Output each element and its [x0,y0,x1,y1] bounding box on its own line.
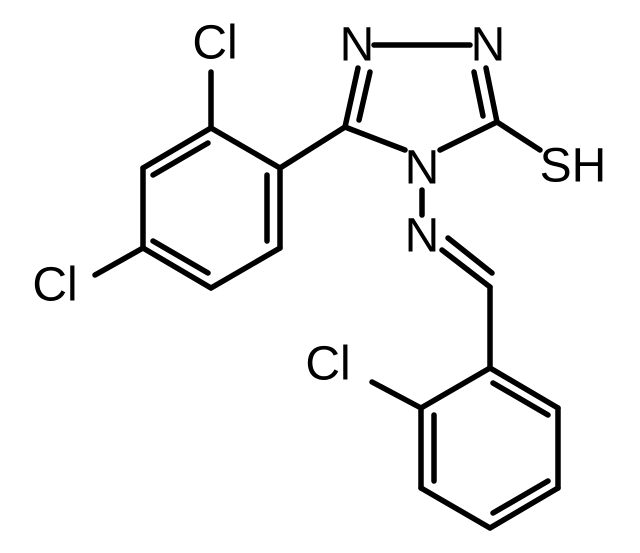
atom-sh: SH [540,140,607,193]
atom-n-imine: N [405,210,440,263]
bond-ar2-d [487,485,561,531]
bond-ar1-b-inner [150,140,211,178]
atom-n2: N [471,19,506,72]
bond-ar1-d-inner [150,238,211,276]
bond-n2-c5-inner [471,69,486,119]
bond-c5-n4 [437,119,500,153]
bond-n2-c5 [483,65,500,125]
bond-ar2-cl [369,379,424,411]
bond-imine-double-inner [445,235,495,276]
atom-cl-top: Cl [192,17,237,70]
bond-n1-c3 [342,65,361,130]
bond-ar1-e [208,245,283,291]
bond-c3-n4 [342,124,408,153]
bond-ar2-f-inner [490,380,551,418]
bond-ar1-cl-left [92,245,146,278]
bond-ar2-d-inner [490,478,551,516]
atom-n1: N [340,19,375,72]
bond-ar1-d [140,245,214,291]
bond-imine-double [439,247,493,290]
atom-n4: N [405,142,440,195]
bond-c3-aryl [277,124,348,171]
bond-ar2-f [487,365,561,411]
bond-ar1-b [140,125,214,171]
bond-ar1-a [208,125,283,171]
bond-c5-sh [494,119,543,153]
atom-cl-left: Cl [32,259,77,312]
atom-cl-bottom: Cl [305,338,350,391]
bond-ar2-a [418,365,493,411]
bond-ar2-c [418,485,493,531]
bond-n1-c3-inner [356,69,373,123]
